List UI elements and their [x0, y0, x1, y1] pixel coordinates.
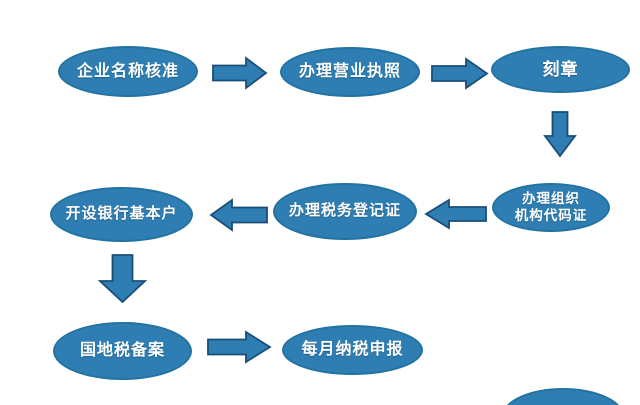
node-org-code-cert-label: 办理组织 机构代码证: [514, 190, 588, 223]
node-name-approval: 企业名称核准: [58, 46, 198, 97]
node-monthly-tax-declaration: 每月纳税申报: [282, 325, 423, 375]
left-arrow-icon: [209, 198, 268, 232]
node-bank-basic-account-label: 开设银行基本户: [65, 205, 178, 223]
arrow-name-approval-to-business-license: [212, 56, 268, 90]
arrow-org-code-cert-to-tax-registration: [424, 198, 487, 230]
node-business-license: 办理营业执照: [280, 47, 420, 97]
down-arrow-icon: [97, 254, 148, 304]
node-partial-bottom: [502, 388, 624, 405]
node-bank-basic-account: 开设银行基本户: [50, 187, 193, 242]
node-tax-registration-cert-label: 办理税务登记证: [288, 202, 401, 220]
right-arrow-icon: [207, 330, 272, 364]
arrow-seal-carving-to-org-code-cert: [543, 111, 577, 158]
arrow-tax-filing-to-monthly-declaration: [207, 330, 272, 364]
node-seal-carving: 刻章: [491, 46, 630, 93]
node-business-license-label: 办理营业执照: [298, 63, 401, 80]
node-name-approval-label: 企业名称核准: [76, 62, 179, 80]
node-tax-filing-label: 国地税备案: [79, 342, 165, 359]
arrow-bank-account-to-tax-filing: [97, 254, 148, 304]
right-arrow-icon: [212, 56, 268, 90]
arrow-business-license-to-seal-carving: [431, 57, 489, 90]
down-arrow-icon: [543, 111, 577, 158]
node-monthly-tax-declaration-label: 每月纳税申报: [301, 341, 404, 358]
node-seal-carving-label: 刻章: [542, 59, 579, 79]
node-tax-registration-cert: 办理税务登记证: [273, 183, 417, 240]
left-arrow-icon: [424, 198, 487, 230]
node-org-code-cert: 办理组织 机构代码证: [492, 183, 610, 232]
right-arrow-icon: [431, 57, 489, 90]
arrow-tax-registration-to-bank-account: [209, 198, 268, 232]
node-tax-filing: 国地税备案: [53, 322, 192, 380]
